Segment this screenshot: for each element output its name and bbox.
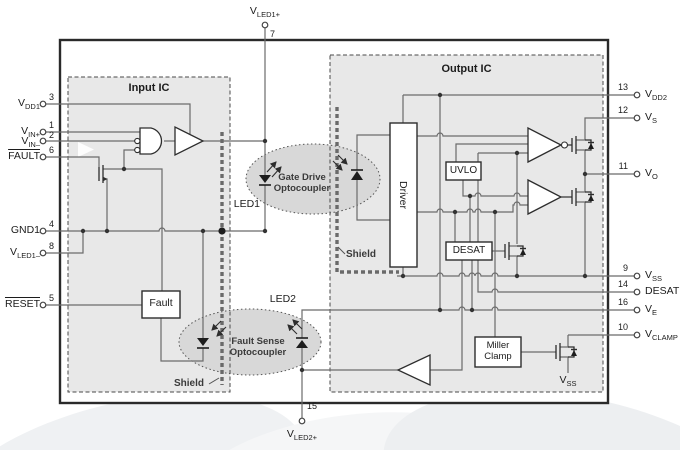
pin-label-vclamp: VCLAMP xyxy=(645,328,678,342)
mosfet-desat xyxy=(504,242,526,260)
watermark-triangle xyxy=(78,142,94,157)
pin-label-reset: RESET xyxy=(4,298,40,310)
input-buffer xyxy=(174,125,205,157)
output-shield-label: Shield xyxy=(346,249,377,260)
pin-label-vin-plus: VIN+ xyxy=(21,125,40,139)
output-shield-line xyxy=(335,107,399,274)
pin-circles xyxy=(39,21,641,425)
wires xyxy=(46,28,634,418)
pin-number-2: 2 xyxy=(49,130,55,140)
output-buffer-high xyxy=(527,126,572,164)
fault-feedback-buffer xyxy=(396,353,431,387)
pin-number-11: 11 xyxy=(618,161,628,171)
and-gate xyxy=(134,127,163,155)
pin-number-9: 9 xyxy=(622,263,628,273)
pin-number-7: 7 xyxy=(270,29,276,39)
pin-label-ve: VE xyxy=(645,303,658,317)
driver-block xyxy=(389,122,418,268)
led2-label: LED2 xyxy=(269,293,296,305)
pin-number-4: 4 xyxy=(49,219,55,229)
pin-number-3: 3 xyxy=(49,92,55,102)
pin-label-gnd1: GND1 xyxy=(10,224,40,236)
input-mosfet xyxy=(98,165,108,183)
mosfet-low-side xyxy=(571,188,594,206)
desat-label: DESAT xyxy=(452,245,486,256)
pin-label-fault: FAULT xyxy=(8,150,40,162)
input-ic-border xyxy=(67,76,231,393)
gate-drive-photodiode xyxy=(332,154,363,180)
pin-number-1: 1 xyxy=(49,120,55,130)
input-shield-label: Shield xyxy=(174,378,205,389)
input-shield-pointer xyxy=(208,377,220,385)
pin-number-8: 8 xyxy=(49,241,55,251)
pin-number-15: 15 xyxy=(307,401,318,411)
pin-number-16: 16 xyxy=(617,297,628,307)
pin-label-vo: VO xyxy=(645,167,658,181)
miller-clamp-label: Miller Clamp xyxy=(484,340,512,362)
led1-label: LED1 xyxy=(233,198,260,210)
pin-label-vs: VS xyxy=(645,111,658,125)
pin-label-desat: DESAT xyxy=(645,285,680,297)
pin-number-13: 13 xyxy=(617,82,628,92)
input-ic-title: Input IC xyxy=(128,82,170,94)
pin-number-12: 12 xyxy=(617,105,628,115)
output-shield-pointer xyxy=(337,246,346,255)
fault-sense-photodiode xyxy=(197,320,227,349)
pin-number-14: 14 xyxy=(617,279,628,289)
output-ic-title: Output IC xyxy=(441,63,492,75)
junction-dots xyxy=(80,92,588,373)
led1-diode xyxy=(259,161,282,186)
pin-number-6: 6 xyxy=(49,145,55,155)
pin-label-vled2-plus: VLED2+ xyxy=(286,428,318,442)
desat-block xyxy=(445,241,493,261)
uvlo-block xyxy=(445,161,482,181)
pin-label-vdd2: VDD2 xyxy=(645,88,668,102)
fault-label: Fault xyxy=(149,297,173,309)
pin-label-vled1-plus: VLED1+ xyxy=(249,5,281,19)
fault-sense-optocoupler-label: Fault Sense Optocoupler xyxy=(229,336,287,358)
output-buffer-low xyxy=(527,178,572,216)
miller-clamp-block xyxy=(474,336,522,368)
mosfet-high-side xyxy=(571,136,594,154)
driver-label: Driver xyxy=(397,181,409,209)
mosfet-miller-clamp xyxy=(555,343,577,361)
gate-drive-optocoupler-label: Gate Drive Optocoupler xyxy=(273,172,331,194)
pin-label-vdd1: VDD1 xyxy=(17,97,40,111)
fault-block xyxy=(141,290,181,319)
uvlo-label: UVLO xyxy=(449,165,478,176)
pin-label-vin-minus: VIN– xyxy=(21,135,40,149)
pin-label-vss: VSS xyxy=(645,269,663,283)
led2-diode xyxy=(287,319,308,348)
pin-label-vled1-minus: VLED1– xyxy=(10,246,40,260)
pin-number-5: 5 xyxy=(49,293,55,303)
pin-number-10: 10 xyxy=(617,322,628,332)
output-ic-fill xyxy=(330,55,603,392)
clamp-source-vss-label: VSS xyxy=(559,374,577,388)
output-ic-border xyxy=(329,54,604,393)
